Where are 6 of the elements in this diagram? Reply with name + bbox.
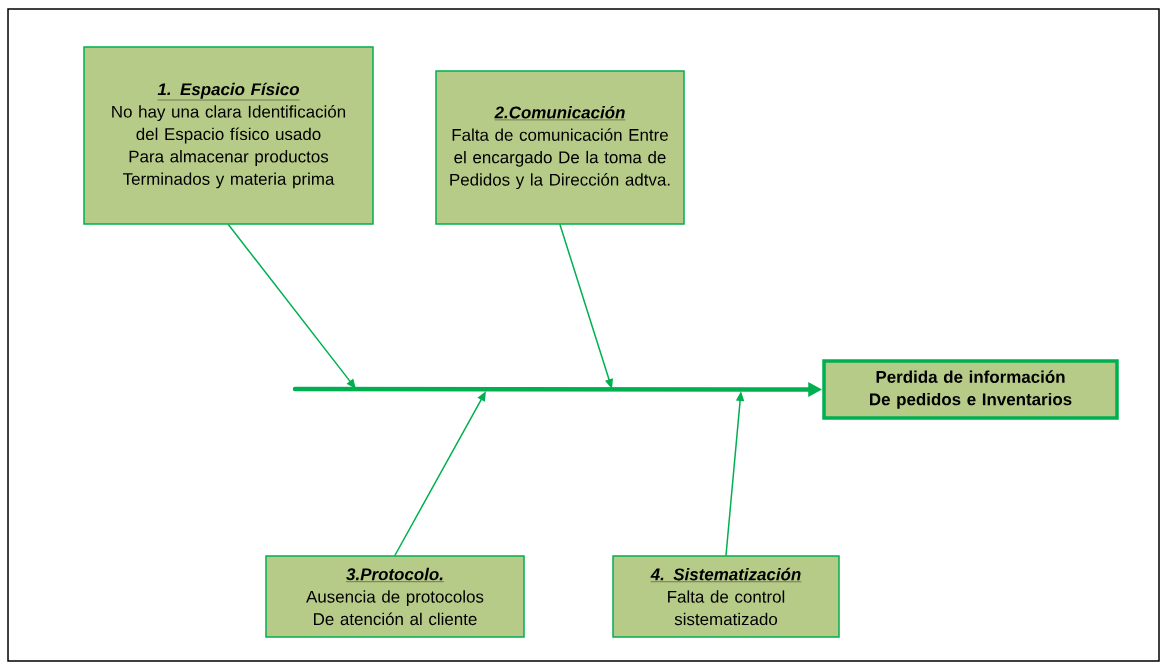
cause-box: 4. Sistematización Falta de control sistematizado: [612, 555, 840, 638]
cause-box: 3.Protocolo. Ausencia de protocolos De atención al cliente: [265, 555, 525, 638]
effect-box: Perdida de información De pedidos e Inventarios: [822, 359, 1119, 420]
cause-box: 2.Comunicación Falta de comunicación Entre el encargado De la toma de Pedidos y la Dirección adtva.: [435, 70, 685, 225]
arrow: [227, 224, 356, 389]
cause-box: 1. Espacio Físico No hay una clara Identificación del Espacio físico usado Para almacenar productos Terminados y materia prima: [83, 46, 374, 225]
